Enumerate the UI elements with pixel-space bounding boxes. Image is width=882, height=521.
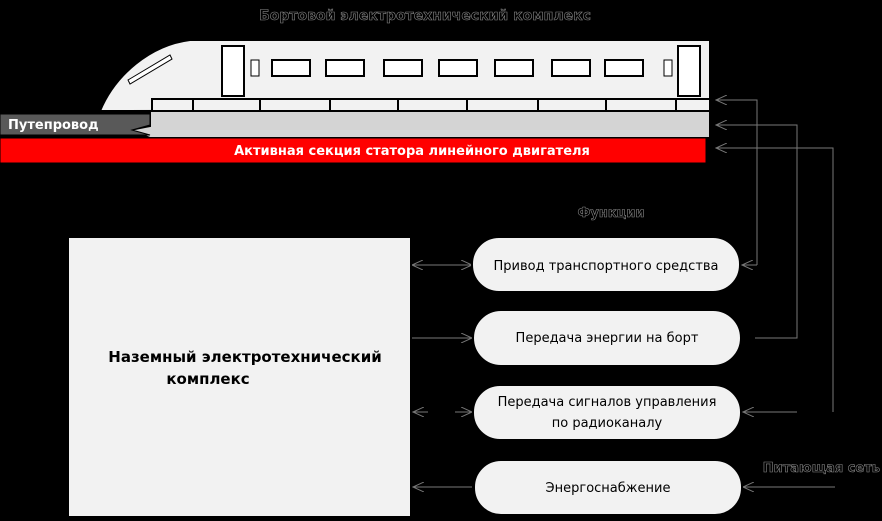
ground-complex-box [67, 236, 412, 518]
svg-text:Энергоснабжение: Энергоснабжение [546, 481, 671, 496]
ground-complex-line1: Наземный электротехнический [108, 348, 381, 366]
svg-text:по радиоканалу: по радиоканалу [552, 416, 663, 431]
connectors [411, 100, 835, 487]
guideway [0, 113, 151, 136]
onboard-complex-title: Бортовой электротехнический комплекс [259, 8, 591, 24]
stator-label: Активная секция статора линейного двигат… [234, 144, 590, 159]
functions-title: Функции [577, 206, 644, 221]
svg-text:Привод транспортного средства: Привод транспортного средства [493, 259, 718, 274]
power-grid-label: Питающая сеть [763, 461, 880, 476]
guideway-label: Путепровод [8, 118, 99, 133]
function-vehicle-drive: Привод транспортного средства [471, 236, 741, 293]
train [98, 39, 711, 139]
ground-complex-line2: комплекс [166, 370, 249, 388]
svg-text:Передача сигналов управления: Передача сигналов управления [498, 395, 717, 410]
svg-text:Передача энергии на борт: Передача энергии на борт [516, 331, 699, 346]
function-radio-signals: Передача сигналов управления по радиокан… [472, 384, 742, 441]
stator-section [0, 137, 707, 164]
function-energy-supply: Энергоснабжение [473, 459, 743, 516]
function-power-transfer: Передача энергии на борт [472, 309, 742, 367]
